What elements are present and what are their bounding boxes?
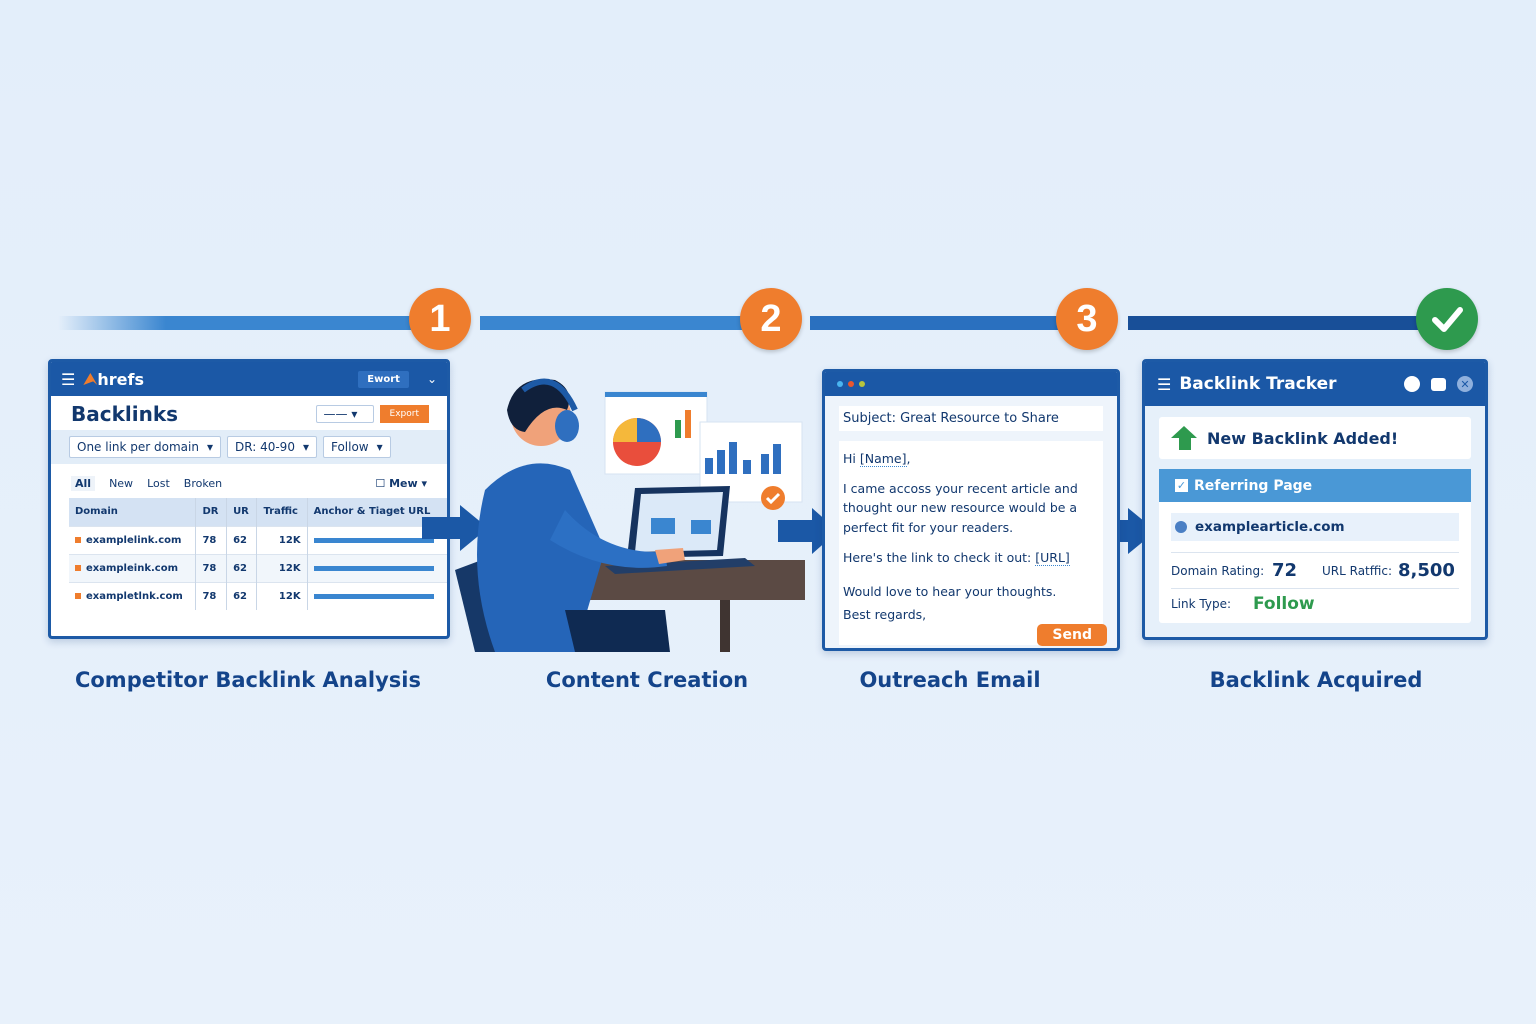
backlink-tracker-panel: ☰ Backlink Tracker ✕ New Backlink Added!…	[1142, 359, 1488, 640]
step-badge-2: 2	[740, 288, 802, 350]
close-icon[interactable]: ✕	[1457, 376, 1473, 392]
step-badge-1: 1	[409, 288, 471, 350]
url-traffic-value: 8,500	[1398, 560, 1455, 581]
column-header: UR	[226, 498, 257, 526]
export-top-button[interactable]: Ewort	[358, 370, 409, 388]
notification: New Backlink Added!	[1159, 417, 1471, 459]
step-badge-3: 3	[1056, 288, 1118, 350]
referring-domain[interactable]: examplearticle.com	[1171, 513, 1459, 541]
arrow-icon	[1092, 508, 1156, 554]
caption-step-4: Backlink Acquired	[1209, 668, 1423, 692]
content-creation-illustration	[455, 378, 805, 652]
url-bar	[313, 565, 434, 571]
arrow-icon	[422, 505, 488, 551]
house-arrow-icon	[1171, 426, 1197, 450]
logo-icon	[83, 373, 98, 385]
tab-broken[interactable]: Broken	[183, 477, 223, 490]
view-menu[interactable]: ☐ Mew ▾	[375, 477, 427, 490]
tab-new[interactable]: New	[109, 477, 134, 490]
timeline-line	[810, 316, 1065, 330]
menu-icon[interactable]: ☰	[61, 369, 76, 389]
email-body[interactable]: Hi [Name], I came accoss your recent art…	[839, 441, 1103, 645]
domain-rating-value: 72	[1272, 560, 1298, 581]
timeline-line	[58, 316, 418, 330]
filter-dr[interactable]: DR: 40-90▾	[227, 436, 317, 458]
caption-step-2: Content Creation	[545, 668, 749, 692]
send-button[interactable]: Send	[1037, 624, 1107, 646]
referring-page-header: ✓ Referring Page	[1159, 469, 1471, 502]
filter-follow[interactable]: Follow▾	[322, 436, 391, 458]
tab-lost[interactable]: Lost	[147, 477, 170, 490]
chevron-down-icon[interactable]: ⌄	[426, 372, 437, 386]
minimize-icon[interactable]	[1404, 376, 1420, 392]
outreach-email-panel: Subject: Great Resource to Share Hi [Nam…	[822, 369, 1120, 651]
filter-link-per-domain[interactable]: One link per domain▾	[69, 436, 222, 458]
view-select[interactable]: —— ▾	[315, 405, 374, 423]
backlinks-panel: ☰ hrefs Ewort ⌄ Backlinks —— ▾ Export On…	[48, 359, 450, 639]
url-placeholder[interactable]: [URL]	[1035, 550, 1070, 566]
export-button[interactable]: Export	[379, 405, 429, 423]
window-dot-icon	[859, 381, 865, 387]
app-logo: hrefs	[97, 369, 144, 389]
caption-step-1: Competitor Backlink Analysis	[74, 668, 422, 692]
chevron-down-icon: ▾	[302, 440, 309, 454]
url-bar	[313, 593, 434, 599]
menu-icon[interactable]: ☰	[1157, 374, 1172, 394]
timeline-line	[1128, 316, 1428, 330]
page-title: Backlinks	[71, 402, 179, 426]
dot-icon	[1175, 521, 1187, 533]
maximize-icon[interactable]	[1431, 377, 1446, 391]
window-dot-icon	[848, 381, 854, 387]
link-type-value: Follow	[1253, 593, 1315, 614]
column-header: Traffic	[256, 498, 308, 526]
name-placeholder: [Name]	[859, 451, 907, 467]
column-header: DR	[195, 498, 227, 526]
chevron-down-icon: ▾	[206, 440, 214, 454]
window-dot-icon	[837, 381, 843, 387]
email-subject-field[interactable]: Subject: Great Resource to Share	[839, 406, 1103, 431]
column-header: Domain	[69, 498, 196, 526]
check-icon	[1416, 288, 1478, 350]
chevron-down-icon: ▾	[376, 440, 383, 454]
tab-all[interactable]: All	[71, 476, 96, 491]
checkbox-icon[interactable]: ✓	[1175, 479, 1188, 492]
timeline-line	[480, 316, 750, 330]
caption-step-3: Outreach Email	[859, 668, 1041, 692]
panel-title: Backlink Tracker	[1179, 374, 1337, 394]
url-bar	[313, 537, 434, 543]
